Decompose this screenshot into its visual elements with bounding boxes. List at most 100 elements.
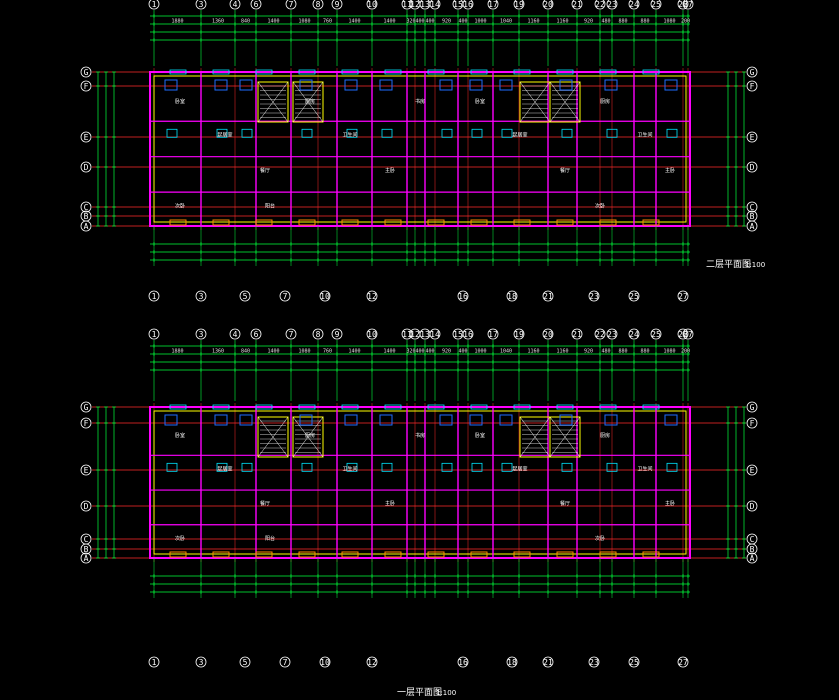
dimension-value: 920 [442, 349, 451, 355]
window-mark [384, 219, 402, 226]
fixture-cyan [666, 128, 678, 138]
dimension-value: 840 [241, 19, 250, 25]
row-bubble-left [80, 66, 92, 78]
dimension-value: 880 [640, 349, 649, 355]
room-label: 主卧 [385, 500, 395, 507]
column-bubble [229, 328, 241, 340]
dimension-value: 200 [681, 19, 690, 25]
room-label: 起居室 [217, 465, 232, 472]
row-bubble-left [80, 201, 92, 213]
column-bubble [594, 328, 606, 340]
dimension-value: 880 [618, 349, 627, 355]
column-bubble-bottom [148, 290, 160, 302]
exterior-wall [149, 71, 691, 227]
column-bubble [628, 328, 640, 340]
fixture-cyan [561, 128, 573, 138]
dimension-value: 1400 [267, 349, 279, 355]
fixture-blue [469, 79, 483, 91]
stair-core [549, 416, 581, 458]
fixture-cyan [241, 462, 253, 472]
column-label-bottom: 1 [152, 292, 157, 301]
column-bubble [682, 0, 694, 10]
row-bubble-left [80, 161, 92, 173]
window-mark-top [470, 404, 488, 410]
window-mark [212, 219, 230, 226]
column-label-bottom: 16 [458, 292, 468, 301]
fixture-cyan [471, 128, 483, 138]
elevator-cross [257, 416, 289, 458]
window-mark-top [212, 404, 230, 410]
fixture-cyan [501, 128, 513, 138]
column-bubble [462, 0, 474, 10]
column-bubble-bottom [628, 656, 640, 668]
column-label: 1 [152, 0, 157, 9]
fixture-blue [499, 414, 513, 426]
column-label-bottom: 3 [199, 292, 204, 301]
column-bubble [650, 0, 662, 10]
column-bubble [606, 328, 618, 340]
column-bubble-bottom [366, 656, 378, 668]
column-label: 24 [629, 330, 639, 339]
column-label: 21 [572, 0, 582, 9]
elevator-cross [292, 81, 324, 123]
fixture-cyan [301, 128, 313, 138]
stair-core [549, 81, 581, 123]
column-label-bottom: 12 [367, 658, 377, 667]
column-label: 8 [316, 0, 321, 9]
column-label-bottom: 21 [543, 292, 553, 301]
row-label-right: E [750, 133, 755, 142]
dimension-value: 1880 [171, 19, 183, 25]
fixture-blue [379, 414, 393, 426]
room-label: 餐厅 [560, 167, 570, 174]
column-label: 12 [410, 330, 420, 339]
window-mark-top [513, 404, 531, 410]
dimension-value: 1080 [298, 19, 310, 25]
window-mark [384, 551, 402, 558]
room-label: 书房 [415, 98, 425, 105]
window-mark-top [642, 404, 660, 410]
row-label-right: D [750, 163, 755, 172]
column-bubble [148, 328, 160, 340]
room-label: 阳台 [265, 203, 275, 210]
column-bubble [513, 328, 525, 340]
fixture-blue [344, 414, 358, 426]
column-label: 22 [595, 0, 605, 9]
window-mark-top [169, 404, 187, 410]
dimension-value: 1400 [348, 349, 360, 355]
stair-core [292, 416, 324, 458]
window-mark-top [427, 69, 445, 75]
row-label-right: B [750, 545, 755, 554]
exterior-wall-inner [153, 410, 687, 555]
window-mark [556, 551, 574, 558]
room-label: 卧室 [175, 98, 185, 105]
column-bubble [542, 328, 554, 340]
dimension-value: 320 [406, 19, 415, 25]
fixture-blue [604, 414, 618, 426]
row-label-left: B [84, 545, 89, 554]
column-label: 4 [233, 0, 238, 9]
column-label: 3 [199, 0, 204, 9]
row-label-right: E [750, 466, 755, 475]
dimension-value: 1360 [212, 19, 224, 25]
window-mark [599, 219, 617, 226]
column-label-bottom: 10 [320, 292, 330, 301]
row-label-left: B [84, 212, 89, 221]
fixture-cyan [241, 128, 253, 138]
fixture-cyan [216, 462, 228, 472]
plan-scale-bottom: 1:100 [436, 689, 456, 697]
column-label: 13 [420, 0, 430, 9]
dimension-value: 1080 [298, 349, 310, 355]
window-mark-top [384, 404, 402, 410]
column-bubble [229, 0, 241, 10]
column-label: 20 [543, 0, 553, 9]
column-bubble [366, 0, 378, 10]
row-bubble-right [746, 500, 758, 512]
window-mark [298, 219, 316, 226]
plan-title-bottom: 一层平面图 [397, 687, 442, 698]
column-bubble-bottom [195, 290, 207, 302]
dimension-value: 400 [425, 19, 434, 25]
room-label: 次卧 [595, 535, 605, 542]
column-bubble [606, 0, 618, 10]
column-bubble [462, 328, 474, 340]
